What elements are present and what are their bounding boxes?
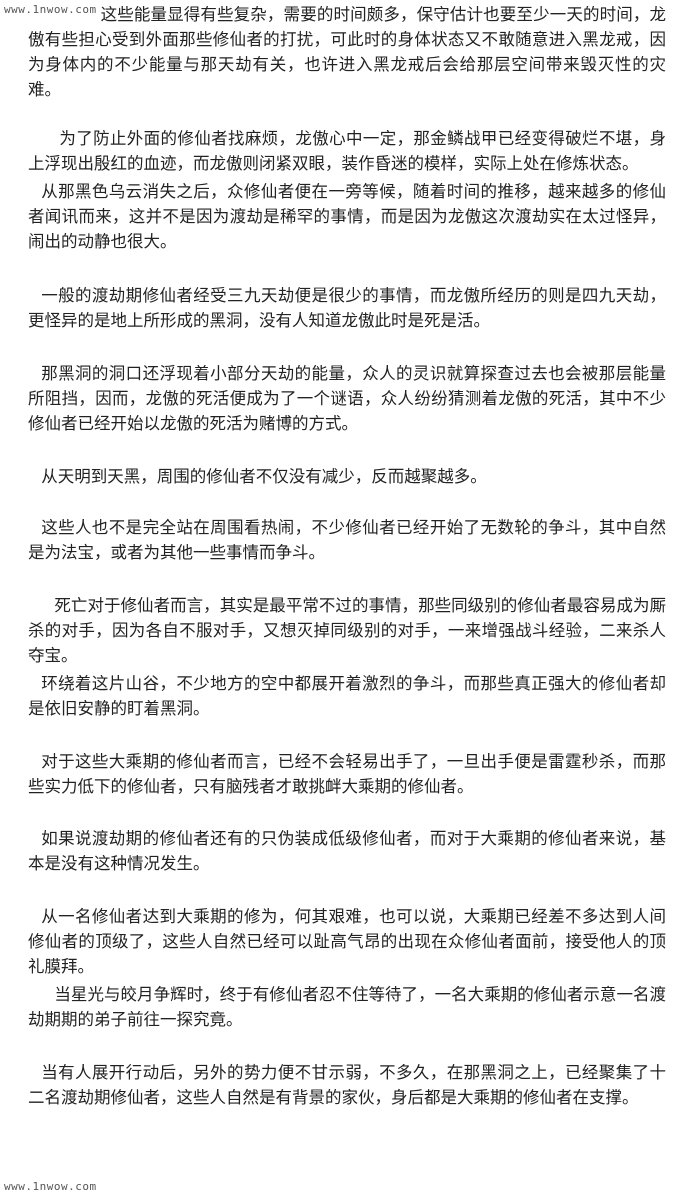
paragraph-7: 这些人也不是完全站在周围看热闹，不少修仙者已经开始了无数轮的争斗，其中自然是为法… xyxy=(28,518,666,562)
paragraph-11: 如果说渡劫期的修仙者还有的只伪装成低级修仙者，而对于大乘期的修仙者来说，基本是没… xyxy=(28,829,666,873)
paragraph-10: 对于这些大乘期的修仙者而言，已经不会轻易出手了，一旦出手便是雷霆秒杀，而那些实力… xyxy=(28,752,666,796)
paragraph-9: 环绕着这片山谷，不少地方的空中都展开着激烈的争斗，而那些真正强大的修仙者却是依旧… xyxy=(28,674,666,718)
paragraph-4: 一般的渡劫期修仙者经受三九天劫便是很少的事情，而龙傲所经历的则是四九天劫，更怪异… xyxy=(28,286,666,330)
paragraph-6: 从天明到天黑，周围的修仙者不仅没有减少，反而越聚越多。 xyxy=(41,467,487,486)
paragraph-12: 从一名修仙者达到大乘期的修为，何其艰难，也可以说，大乘期已经差不多达到人间修仙者… xyxy=(28,907,666,976)
paragraph-3: 从那黑色乌云消失之后，众修仙者便在一旁等候，随着时间的推移，越来越多的修仙者闻讯… xyxy=(28,182,666,251)
site-watermark-top: www.1nwow.com xyxy=(4,3,97,16)
paragraph-13: 当星光与皎月争辉时，终于有修仙者忍不住等待了，一名大乘期的修仙者示意一名渡劫期期… xyxy=(28,985,666,1029)
site-watermark-bottom: www.1nwow.com xyxy=(4,1180,97,1193)
paragraph-1: 这些能量显得有些复杂，需要的时间颇多，保守估计也要至少一天的时间，龙傲有些担心受… xyxy=(28,5,666,99)
paragraph-8: 死亡对于修仙者而言，其实是最平常不过的事情，那些同级别的修仙者最容易成为厮杀的对… xyxy=(28,596,666,665)
paragraph-2: 为了防止外面的修仙者找麻烦，龙傲心中一定，那金鳞战甲已经变得破烂不堪，身上浮现出… xyxy=(28,129,666,173)
paragraph-14: 当有人展开行动后，另外的势力便不甘示弱，不多久，在那黑洞之上，已经聚集了十二名渡… xyxy=(28,1063,666,1107)
paragraph-5: 那黑洞的洞口还浮现着小部分天劫的能量，众人的灵识就算探查过去也会被那层能量所阻挡… xyxy=(28,364,666,433)
